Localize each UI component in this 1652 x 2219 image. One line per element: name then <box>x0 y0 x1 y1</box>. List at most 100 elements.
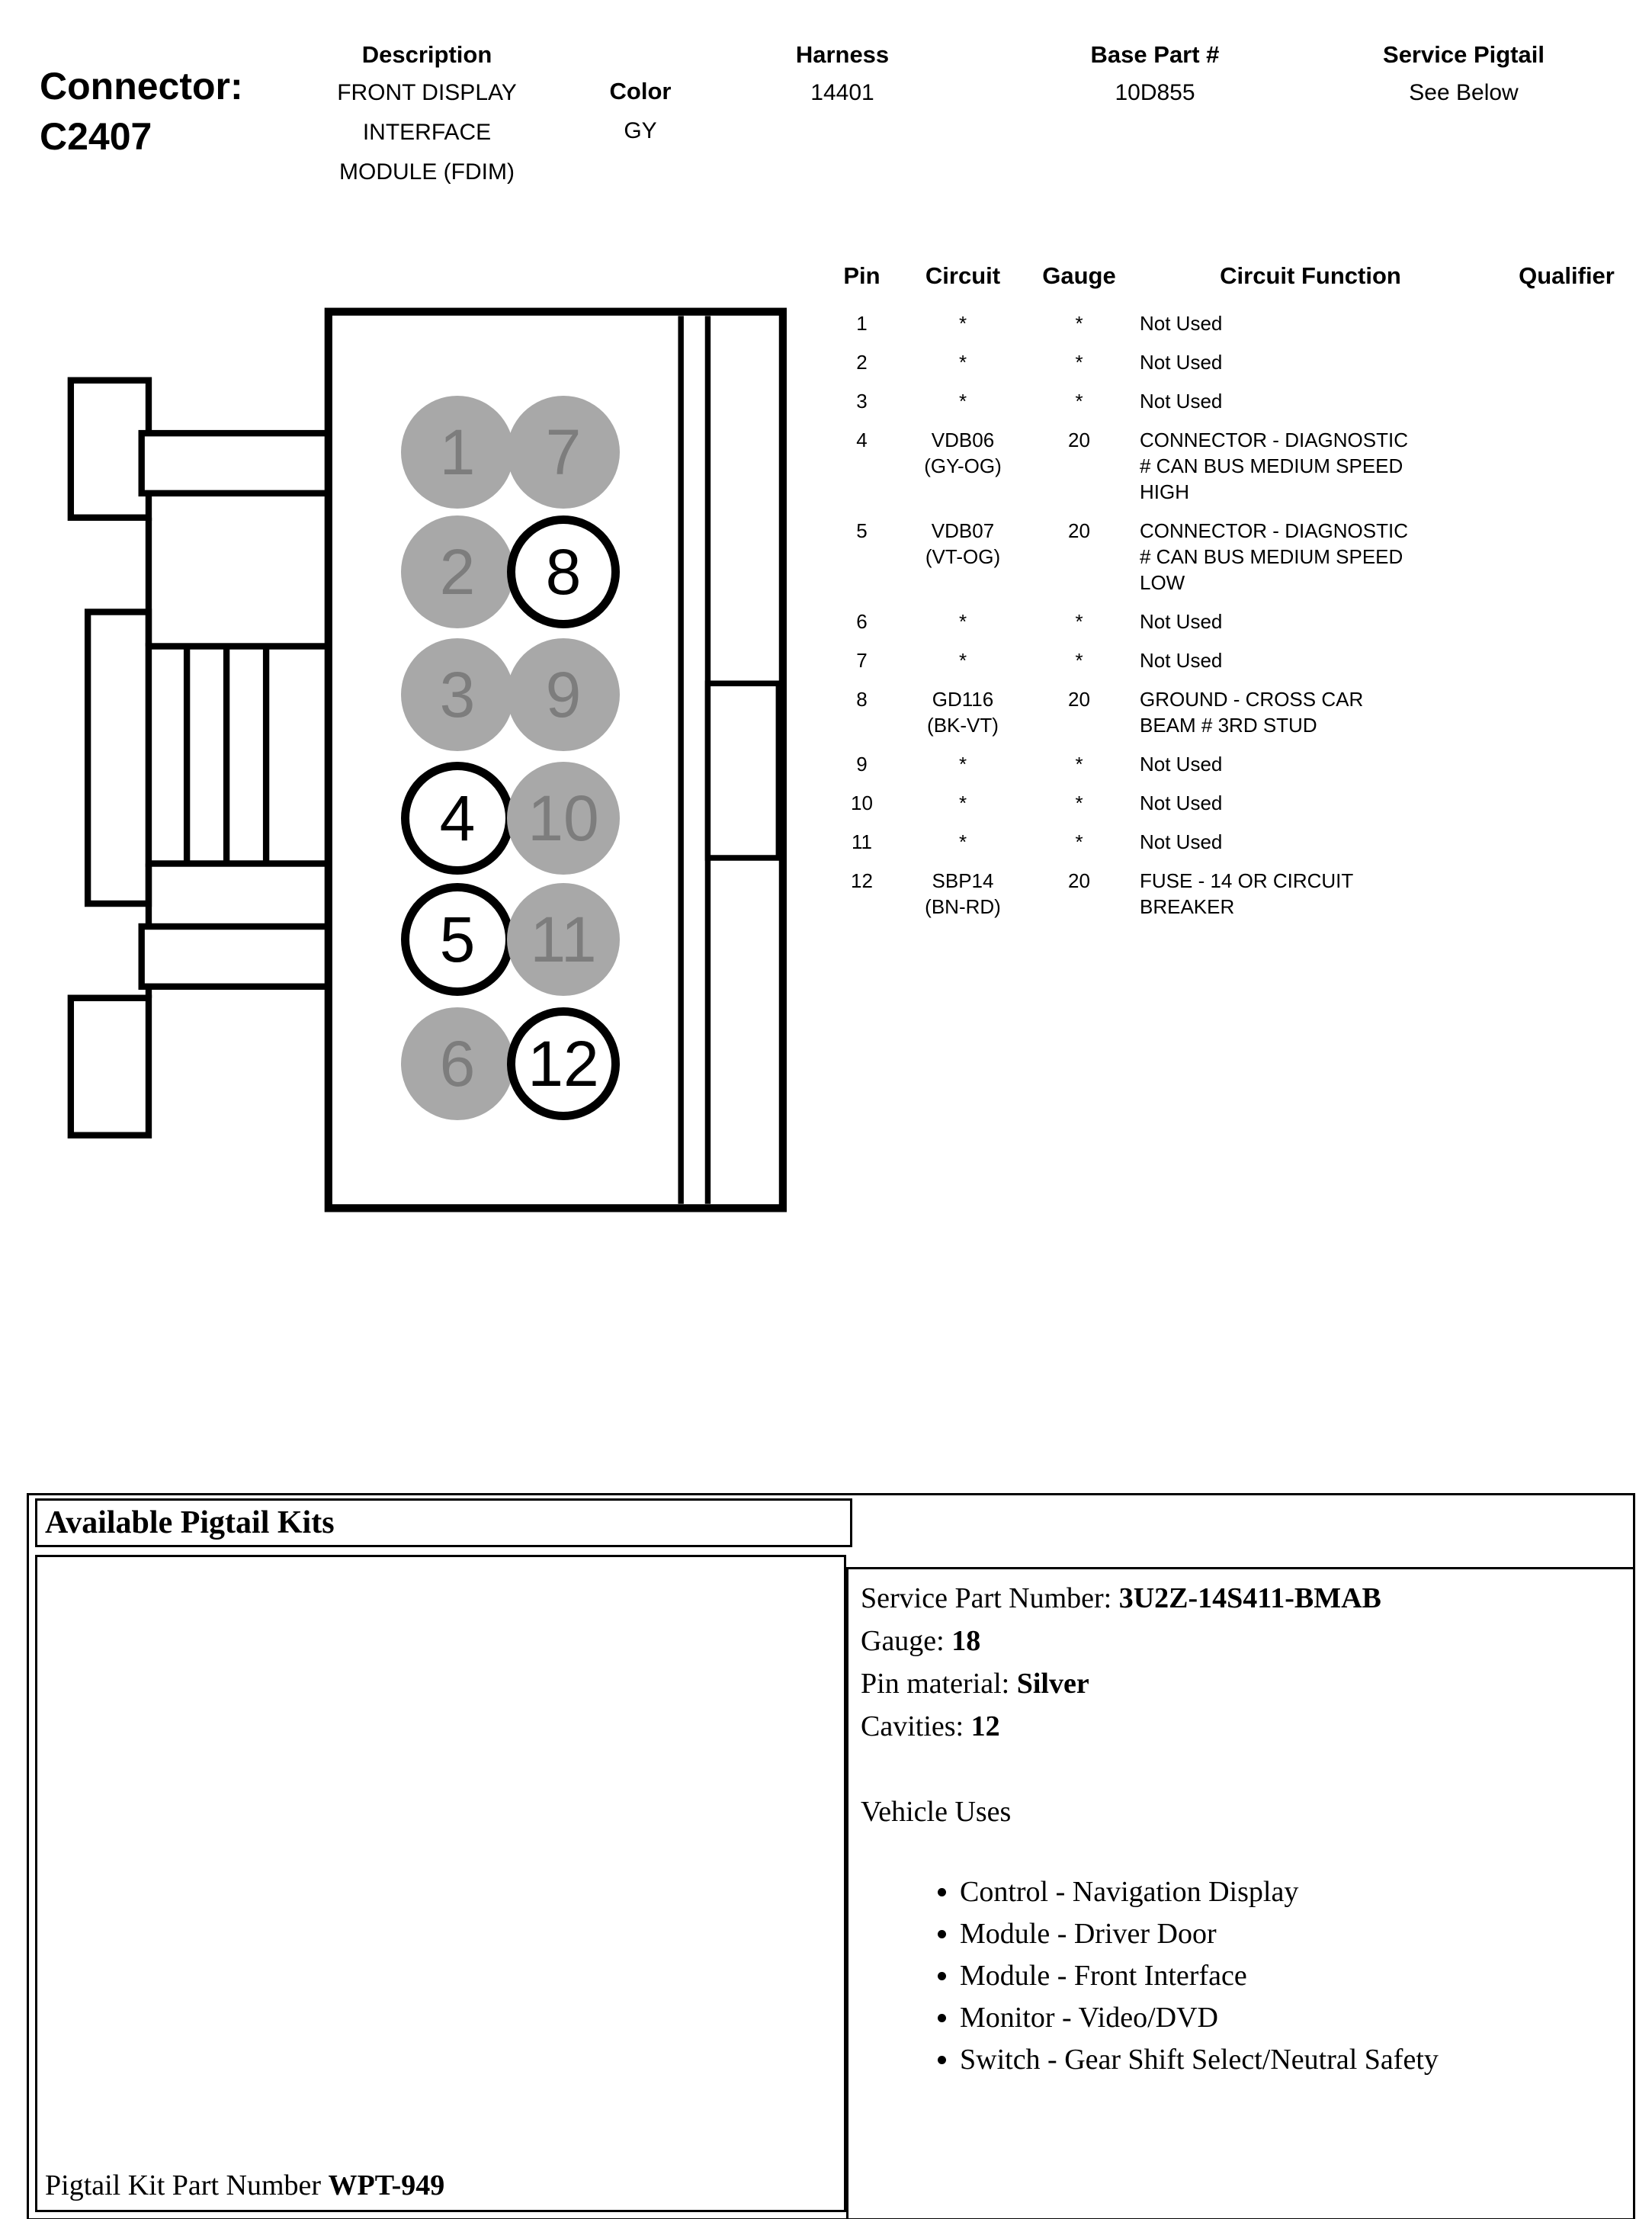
pin-table-header-function: Circuit Function <box>1220 262 1401 289</box>
header-col-base-part: Base Part # 10D855 <box>1052 40 1258 113</box>
vehicle-use-item: Module - Front Interface <box>960 1955 1621 1997</box>
cell-qualifier <box>1498 422 1635 512</box>
pin-table-row: 1 * * Not Used <box>833 305 1635 344</box>
cell-pin: 11 <box>852 830 872 853</box>
header-col-color: Color GY <box>587 76 694 148</box>
cell-function: CONNECTOR - DIAGNOSTIC # CAN BUS MEDIUM … <box>1140 429 1408 503</box>
cell-circuit: GD116 (BK-VT) <box>927 688 999 737</box>
cell-gauge: 20 <box>1068 688 1090 711</box>
pigtail-kits-left-cell: Pigtail Kit Part Number WPT-949 <box>35 1555 846 2212</box>
detail-value: 3U2Z-14S411-BMAB <box>1118 1582 1381 1614</box>
cell-function: Not Used <box>1140 649 1223 672</box>
connector-pin: 2 <box>401 515 514 628</box>
detail-value: 18 <box>951 1625 981 1657</box>
cell-function: FUSE - 14 OR CIRCUIT BREAKER <box>1140 869 1354 918</box>
cell-circuit: VDB07 (VT-OG) <box>925 519 1001 568</box>
service-pigtail-label: Service Pigtail <box>1383 41 1545 68</box>
pigtail-kit-part-number-line: Pigtail Kit Part Number WPT-949 <box>45 2169 444 2202</box>
detail-line: Pin material: Silver <box>861 1662 1621 1705</box>
detail-line: Gauge: 18 <box>861 1620 1621 1662</box>
cell-circuit: * <box>958 610 967 633</box>
cell-pin: 7 <box>856 649 868 672</box>
vehicle-use-item: Module - Driver Door <box>960 1913 1621 1955</box>
cell-pin: 3 <box>856 390 868 413</box>
connector-id: C2407 <box>40 115 152 158</box>
cell-circuit: * <box>958 649 967 672</box>
cell-gauge: 20 <box>1068 519 1090 542</box>
connector-pin: 7 <box>507 396 620 509</box>
cell-circuit: * <box>958 753 967 776</box>
pigtail-kits-title: Available Pigtail Kits <box>35 1498 852 1547</box>
cell-qualifier <box>1498 681 1635 746</box>
cell-gauge: * <box>1075 312 1083 335</box>
connector-pin: 6 <box>401 1007 514 1120</box>
vehicle-use-item: Switch - Gear Shift Select/Neutral Safet… <box>960 2039 1621 2081</box>
detail-value: 12 <box>970 1710 1000 1742</box>
pin-number: 2 <box>439 535 476 608</box>
color-value: GY <box>624 118 657 143</box>
connector-pin: 5 <box>401 883 514 996</box>
description-label: Description <box>361 41 492 68</box>
vehicle-use-item: Monitor - Video/DVD <box>960 1997 1621 2039</box>
cell-gauge: 20 <box>1068 429 1090 451</box>
base-part-label: Base Part # <box>1090 41 1220 68</box>
cell-circuit: VDB06 (GY-OG) <box>924 429 1002 477</box>
pigtail-details: Service Part Number: 3U2Z-14S411-BMAB Ga… <box>861 1577 1621 1748</box>
cell-pin: 8 <box>856 688 868 711</box>
cell-function: Not Used <box>1140 610 1223 633</box>
pin-table-header-qualifier: Qualifier <box>1519 262 1615 289</box>
pin-table-header-circuit: Circuit <box>925 262 1001 289</box>
pin-number: 1 <box>439 416 476 488</box>
kit-part-value: WPT-949 <box>328 2169 445 2201</box>
pin-number: 6 <box>439 1027 476 1100</box>
pin-table-row: 9 * * Not Used <box>833 746 1635 785</box>
connector-pin: 12 <box>507 1007 620 1120</box>
detail-label: Pin material: <box>861 1668 1017 1700</box>
cell-function: Not Used <box>1140 792 1223 814</box>
cell-function: GROUND - CROSS CAR BEAM # 3RD STUD <box>1140 688 1364 737</box>
cell-qualifier <box>1498 305 1635 344</box>
cell-qualifier <box>1498 344 1635 383</box>
pin-table-row: 3 * * Not Used <box>833 383 1635 422</box>
vehicle-uses-label: Vehicle Uses <box>861 1796 1012 1828</box>
pigtail-kits-details-cell: Service Part Number: 3U2Z-14S411-BMAB Ga… <box>846 1567 1633 2218</box>
pin-number: 9 <box>545 658 582 731</box>
pin-table-row: 6 * * Not Used <box>833 603 1635 642</box>
base-part-value: 10D855 <box>1115 80 1195 105</box>
color-label: Color <box>609 78 672 104</box>
pigtail-kits-section: Available Pigtail Kits Pigtail Kit Part … <box>27 1493 1635 2219</box>
cell-circuit: * <box>958 312 967 335</box>
cell-qualifier <box>1498 383 1635 422</box>
harness-label: Harness <box>795 41 890 68</box>
vehicle-use-item: Control - Navigation Display <box>960 1871 1621 1913</box>
cell-pin: 12 <box>851 869 873 892</box>
pin-number: 12 <box>528 1027 599 1100</box>
header-col-harness: Harness 14401 <box>736 40 949 113</box>
cell-gauge: * <box>1075 792 1083 814</box>
kit-part-label: Pigtail Kit Part Number <box>45 2169 329 2201</box>
pin-table-header-pin: Pin <box>843 262 881 289</box>
cell-qualifier <box>1498 824 1635 862</box>
connector-pin: 3 <box>401 638 514 751</box>
cell-qualifier <box>1498 862 1635 927</box>
connector-pin: 9 <box>507 638 620 751</box>
pin-table-row: 10 * * Not Used <box>833 785 1635 824</box>
cell-gauge: * <box>1075 649 1083 672</box>
pin-table-row: 12 SBP14 (BN-RD) 20 FUSE - 14 OR CIRCUIT… <box>833 862 1635 927</box>
header-col-service-pigtail: Service Pigtail See Below <box>1334 40 1593 113</box>
detail-line: Cavities: 12 <box>861 1705 1621 1748</box>
cell-circuit: * <box>958 792 967 814</box>
cell-pin: 9 <box>856 753 868 776</box>
connector-id-block: Connector: C2407 <box>40 61 243 162</box>
cell-gauge: * <box>1075 830 1083 853</box>
cell-qualifier <box>1498 603 1635 642</box>
cell-circuit: * <box>958 390 967 413</box>
pin-table-row: 7 * * Not Used <box>833 642 1635 681</box>
cell-pin: 2 <box>856 351 868 374</box>
connector-pin: 1 <box>401 396 514 509</box>
description-value: FRONT DISPLAY INTERFACE MODULE (FDIM) <box>337 80 517 185</box>
pin-number: 8 <box>545 535 582 608</box>
cell-function: Not Used <box>1140 390 1223 413</box>
detail-label: Gauge: <box>861 1625 952 1657</box>
